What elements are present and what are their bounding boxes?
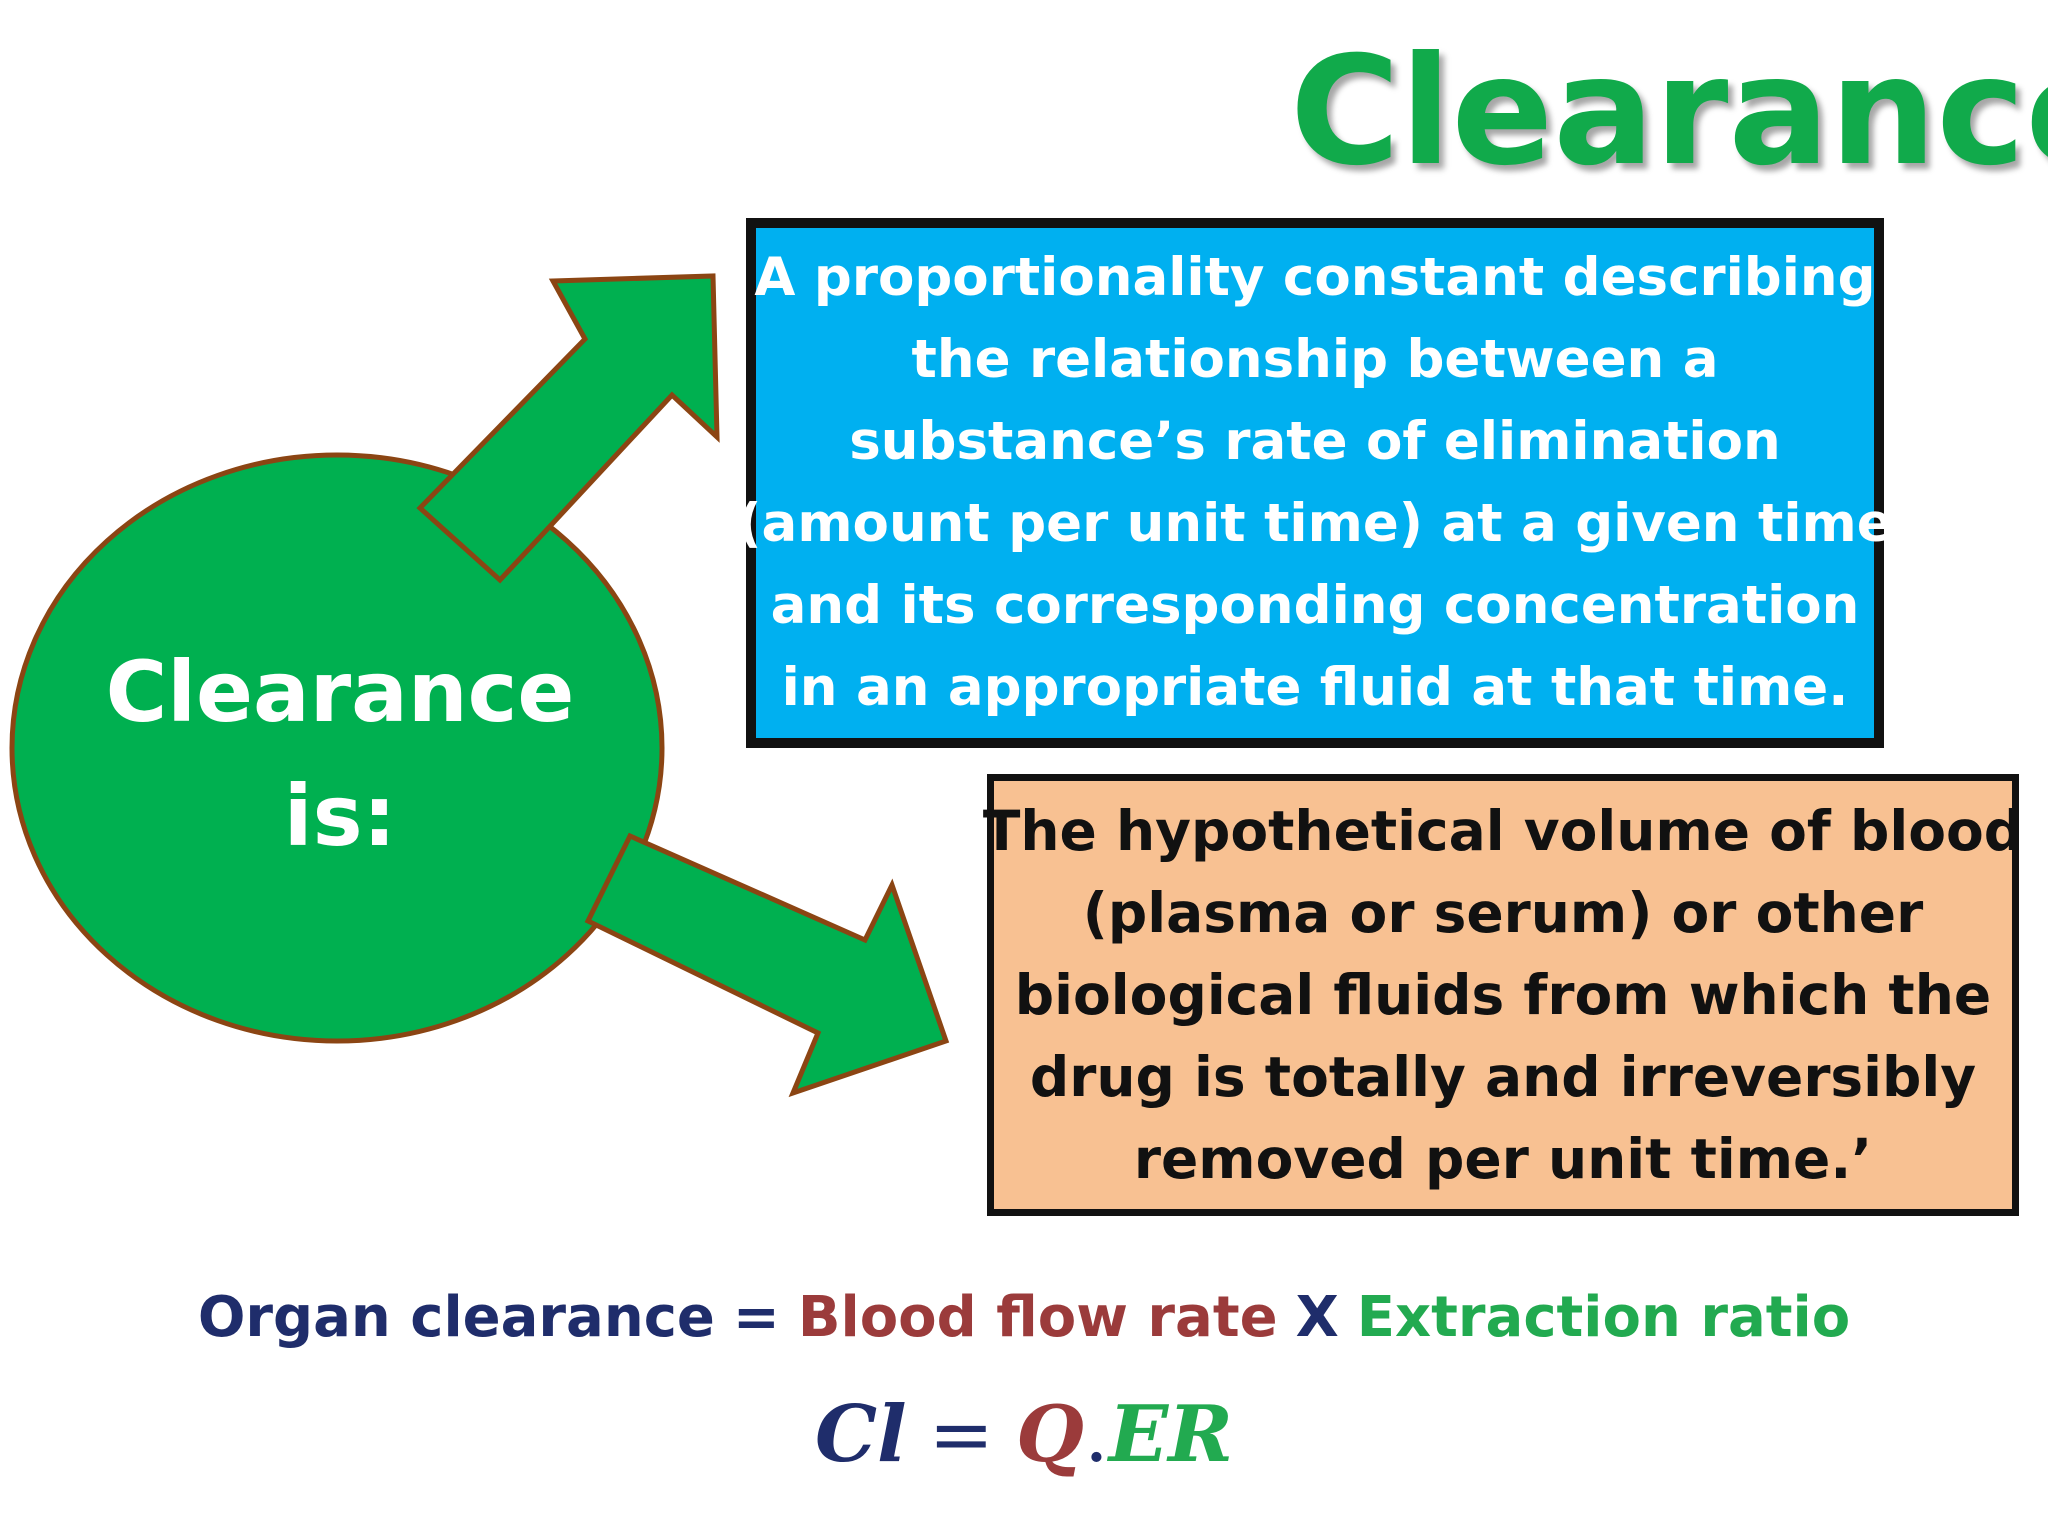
definition-box: A proportionality constant describing th… (737, 218, 1893, 748)
formula-extraction-ratio: Extraction ratio (1356, 1285, 1851, 1350)
oval-label-line1: Clearance (105, 643, 575, 741)
equation-er: ER (1108, 1389, 1234, 1480)
equation-cl: Cl (814, 1389, 907, 1480)
definition-line: (amount per unit time) at a given time (737, 493, 1893, 554)
volume-line: biological fluids from which the (1014, 963, 1992, 1027)
arrow-down-right (584, 832, 950, 1098)
volume-line: drug is totally and irreversibly (1029, 1045, 1977, 1109)
definition-line: the relationship between a (911, 329, 1719, 390)
clearance-oval (9, 452, 665, 1044)
equation-q: Q (1016, 1389, 1084, 1480)
equation-dot: . (1083, 1390, 1109, 1480)
definition-line: A proportionality constant describing (754, 247, 1876, 308)
equation-q-dot-er: Q.ER (1016, 1385, 1233, 1485)
volume-line: The hypothetical volume of blood (982, 799, 2024, 863)
formula-times: X (1295, 1285, 1339, 1350)
definition-line: substance’s rate of elimination (849, 411, 1781, 472)
equation-equals: = (928, 1390, 995, 1480)
volume-line: removed per unit time.’ (1133, 1127, 1873, 1191)
slide-title: Clearance (1290, 25, 2048, 199)
volume-line: (plasma or serum) or other (1082, 881, 1924, 945)
definition-line: in an appropriate fluid at that time. (781, 657, 1849, 718)
definition-line: and its corresponding concentration (770, 575, 1860, 636)
arrow-up-right (416, 273, 720, 584)
clearance-equation: Cl = Q.ER (0, 1385, 2048, 1485)
oval-label-line2: is: (283, 767, 397, 865)
formula-equals: = (732, 1285, 780, 1350)
organ-clearance-formula: Organ clearance = Blood flow rate X Extr… (0, 1282, 2048, 1354)
formula-blood-flow-rate: Blood flow rate (797, 1285, 1278, 1350)
volume-definition-box: The hypothetical volume of blood (plasma… (983, 774, 2023, 1216)
formula-organ-clearance: Organ clearance (197, 1285, 715, 1350)
oval-label: Clearance is: (60, 630, 620, 878)
